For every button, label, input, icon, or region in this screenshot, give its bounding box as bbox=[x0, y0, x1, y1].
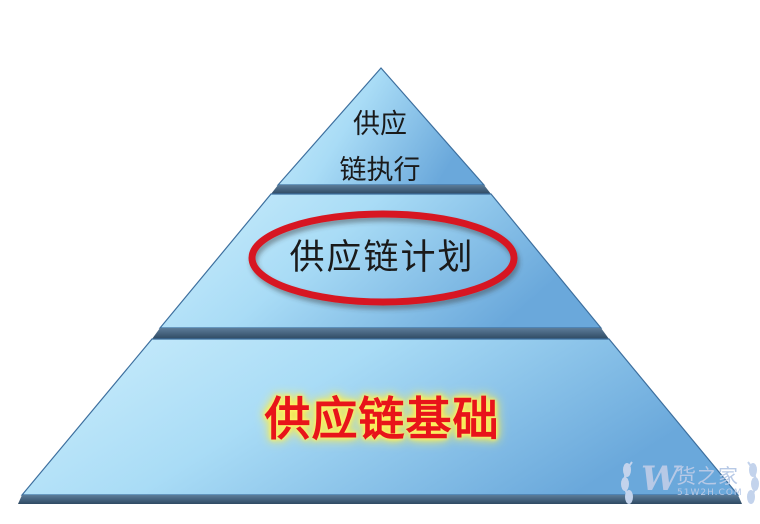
tier-middle-label: 供应链计划 bbox=[289, 238, 475, 278]
watermark-wreath-icon bbox=[621, 461, 759, 504]
highlight-oval bbox=[248, 210, 518, 306]
watermark-url: 51W2H.COM bbox=[677, 488, 743, 498]
tier-separator-2 bbox=[152, 328, 609, 339]
watermark-logo: W bbox=[641, 459, 680, 499]
tier-separator-1 bbox=[271, 185, 491, 194]
tier-top-label-line2: 链执行 bbox=[339, 155, 421, 186]
watermark-name: 货之家 bbox=[676, 464, 739, 488]
tier-top-label-line1: 供应 bbox=[353, 109, 407, 140]
tier-bottom-label: 供应链基础 bbox=[264, 392, 500, 446]
pyramid-base bbox=[18, 495, 742, 504]
